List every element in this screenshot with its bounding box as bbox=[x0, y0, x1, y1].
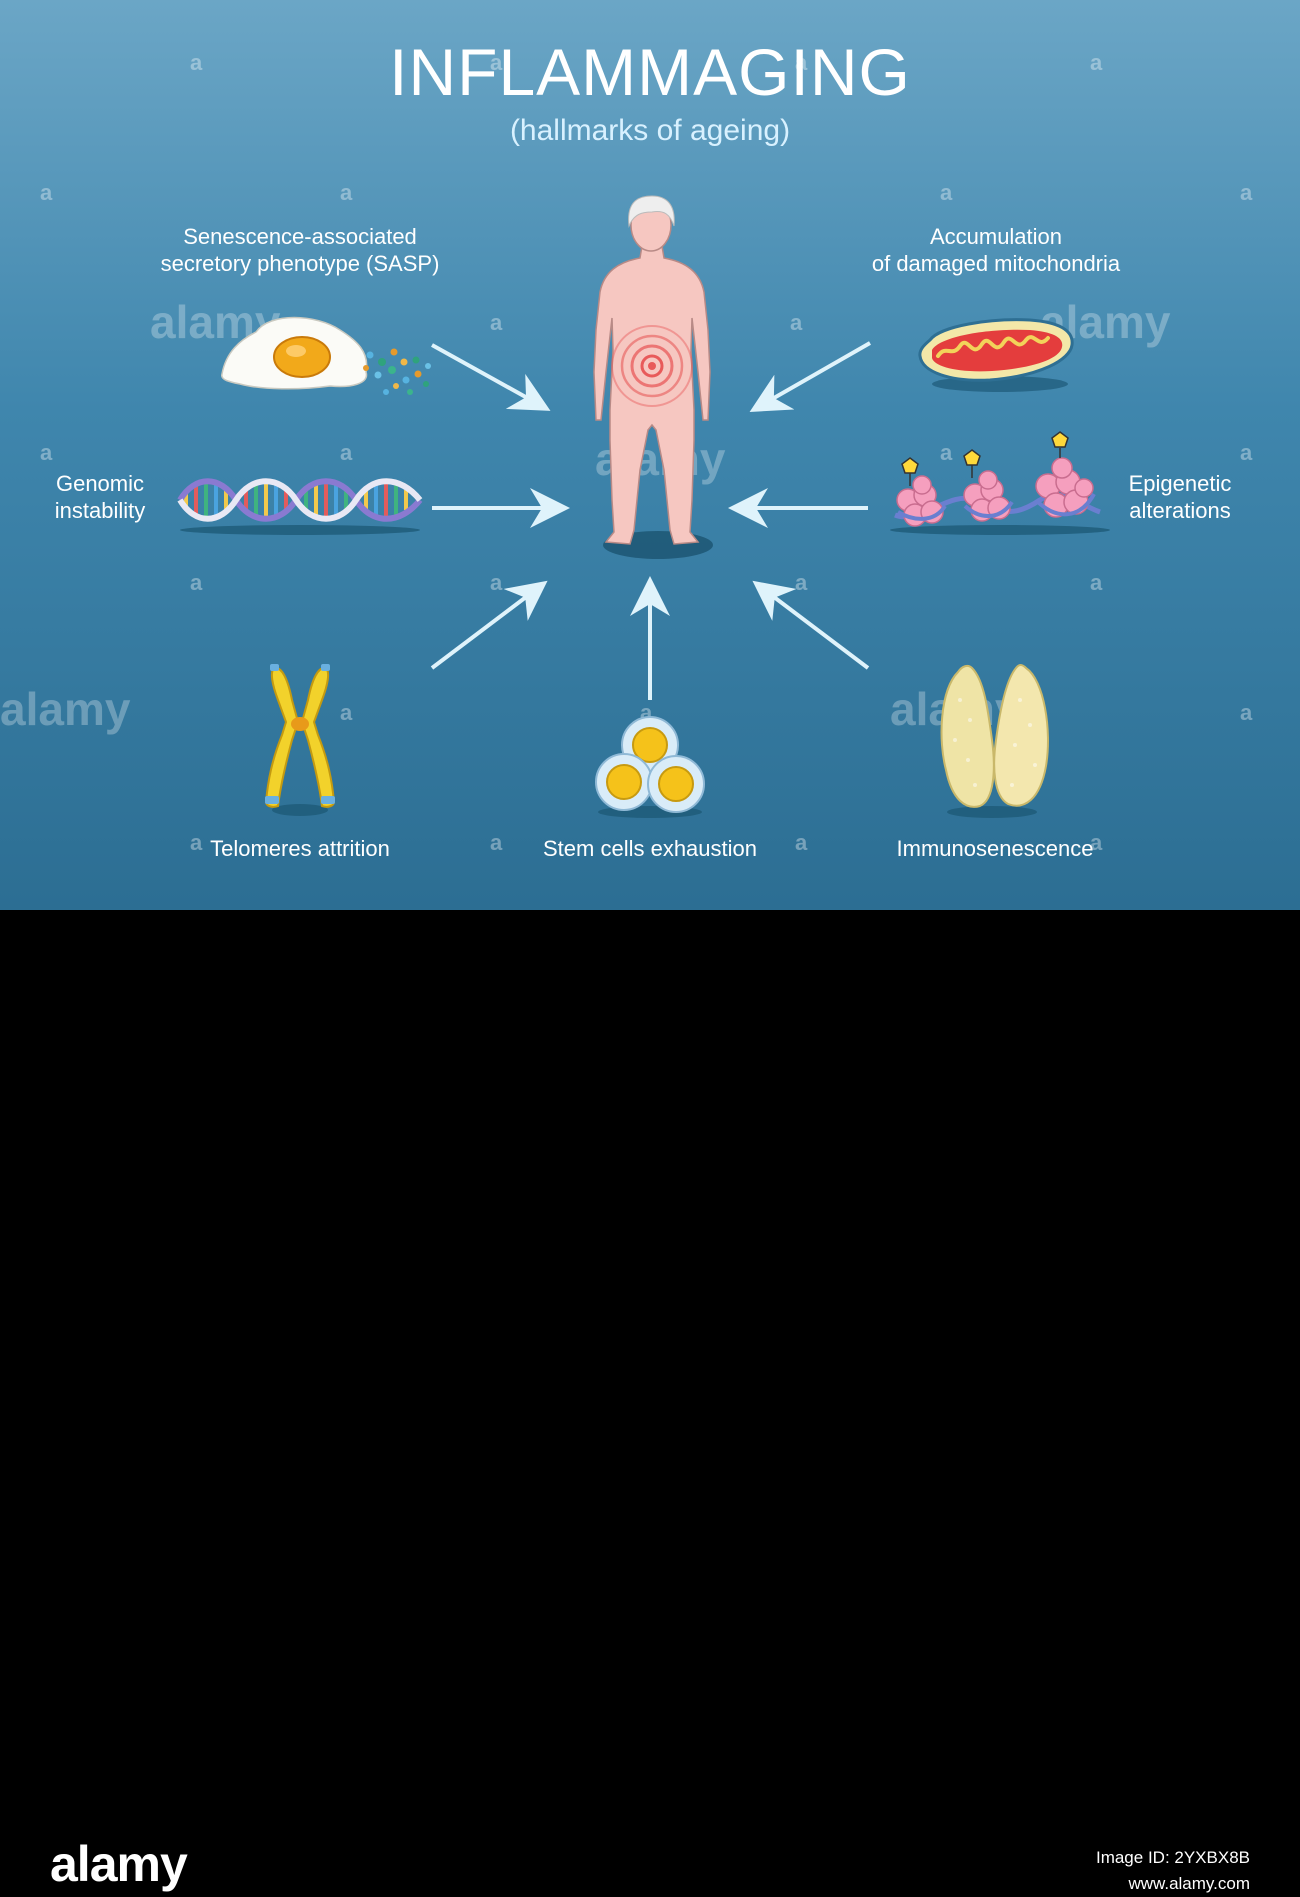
watermark-mark: a bbox=[190, 570, 203, 595]
secreted-factors bbox=[363, 348, 431, 395]
watermark-mark: a bbox=[490, 50, 503, 75]
label-genomic-line2: instability bbox=[54, 498, 146, 523]
arrows bbox=[430, 341, 871, 700]
human-figure bbox=[593, 195, 713, 559]
watermark-mark: a bbox=[795, 830, 808, 855]
chromatin-illustration bbox=[890, 431, 1110, 535]
label-epigenetic-line2: alterations bbox=[1129, 498, 1231, 523]
label-telomeres: Telomeres attrition bbox=[210, 836, 390, 861]
arrow-sasp bbox=[431, 343, 551, 411]
alamy-logo: alamy bbox=[50, 1836, 188, 1892]
arrow-mitochondria bbox=[749, 341, 871, 412]
label-stem-cells: Stem cells exhaustion bbox=[543, 836, 757, 861]
page-title: INFLAMMAGING bbox=[389, 35, 911, 109]
watermark-mark: a bbox=[795, 570, 808, 595]
watermark-mark: a bbox=[40, 180, 53, 205]
label-mitochondria-line2: of damaged mitochondria bbox=[871, 251, 1121, 276]
watermark-mark: a bbox=[490, 570, 503, 595]
label-epigenetic-line1: Epigenetic bbox=[1128, 471, 1232, 496]
label-mitochondria-line1: Accumulation bbox=[929, 224, 1063, 249]
illustration-layer: alamy alamy alamy alamy alamy a a a a a … bbox=[0, 50, 1253, 855]
label-epigenetic: Epigenetic alterations bbox=[1110, 470, 1250, 524]
watermark-mark: a bbox=[790, 310, 803, 335]
infographic-canvas: alamy alamy alamy alamy alamy a a a a a … bbox=[0, 0, 1300, 910]
watermark-mark: a bbox=[190, 830, 203, 855]
dna-helix-illustration bbox=[177, 478, 423, 535]
chromosome-illustration bbox=[264, 664, 336, 816]
watermark-mark: a bbox=[490, 830, 503, 855]
watermark-mark: a bbox=[940, 440, 953, 465]
label-immuno: Immunosenescence bbox=[896, 836, 1094, 861]
hair bbox=[628, 195, 675, 228]
watermark-mark: a bbox=[1240, 180, 1253, 205]
page-subtitle: (hallmarks of ageing) bbox=[509, 114, 791, 147]
label-mitochondria: Accumulation of damaged mitochondria bbox=[846, 223, 1146, 277]
thymus-illustration bbox=[940, 664, 1049, 818]
inflammation-rings bbox=[611, 325, 693, 407]
watermark-text: alamy bbox=[0, 683, 131, 735]
arrow-immuno bbox=[752, 580, 870, 670]
watermark-mark: a bbox=[795, 50, 808, 75]
label-genomic: Genomic instability bbox=[30, 470, 170, 524]
watermark-mark: a bbox=[190, 50, 203, 75]
stem-cells-illustration bbox=[595, 716, 705, 818]
senescent-cell-illustration bbox=[221, 316, 431, 395]
watermark-mark: a bbox=[1090, 570, 1103, 595]
image-id: Image ID: 2YXBX8B bbox=[1095, 1848, 1250, 1867]
watermark-mark: a bbox=[340, 700, 353, 725]
watermark-mark: a bbox=[490, 310, 503, 335]
watermark-mark: a bbox=[40, 440, 53, 465]
mitochondrion-illustration bbox=[918, 318, 1074, 392]
label-sasp: Senescence-associated secretory phenotyp… bbox=[150, 223, 450, 277]
watermark-mark: a bbox=[340, 440, 353, 465]
watermark-mark: a bbox=[1240, 440, 1253, 465]
watermark-mark: a bbox=[1090, 50, 1103, 75]
label-genomic-line1: Genomic bbox=[55, 471, 145, 496]
watermark-footer: alamy Image ID: 2YXBX8B www.alamy.com bbox=[0, 910, 1300, 1893]
label-sasp-line2: secretory phenotype (SASP) bbox=[160, 251, 440, 276]
watermark-mark: a bbox=[1240, 700, 1253, 725]
label-sasp-line1: Senescence-associated bbox=[183, 224, 417, 249]
watermark-mark: a bbox=[940, 180, 953, 205]
watermark-mark: a bbox=[1090, 830, 1103, 855]
arrow-telomeres bbox=[430, 580, 548, 670]
image-id-block: Image ID: 2YXBX8B www.alamy.com bbox=[1096, 1845, 1250, 1897]
watermark-mark: a bbox=[340, 180, 353, 205]
site-url: www.alamy.com bbox=[1128, 1874, 1250, 1893]
